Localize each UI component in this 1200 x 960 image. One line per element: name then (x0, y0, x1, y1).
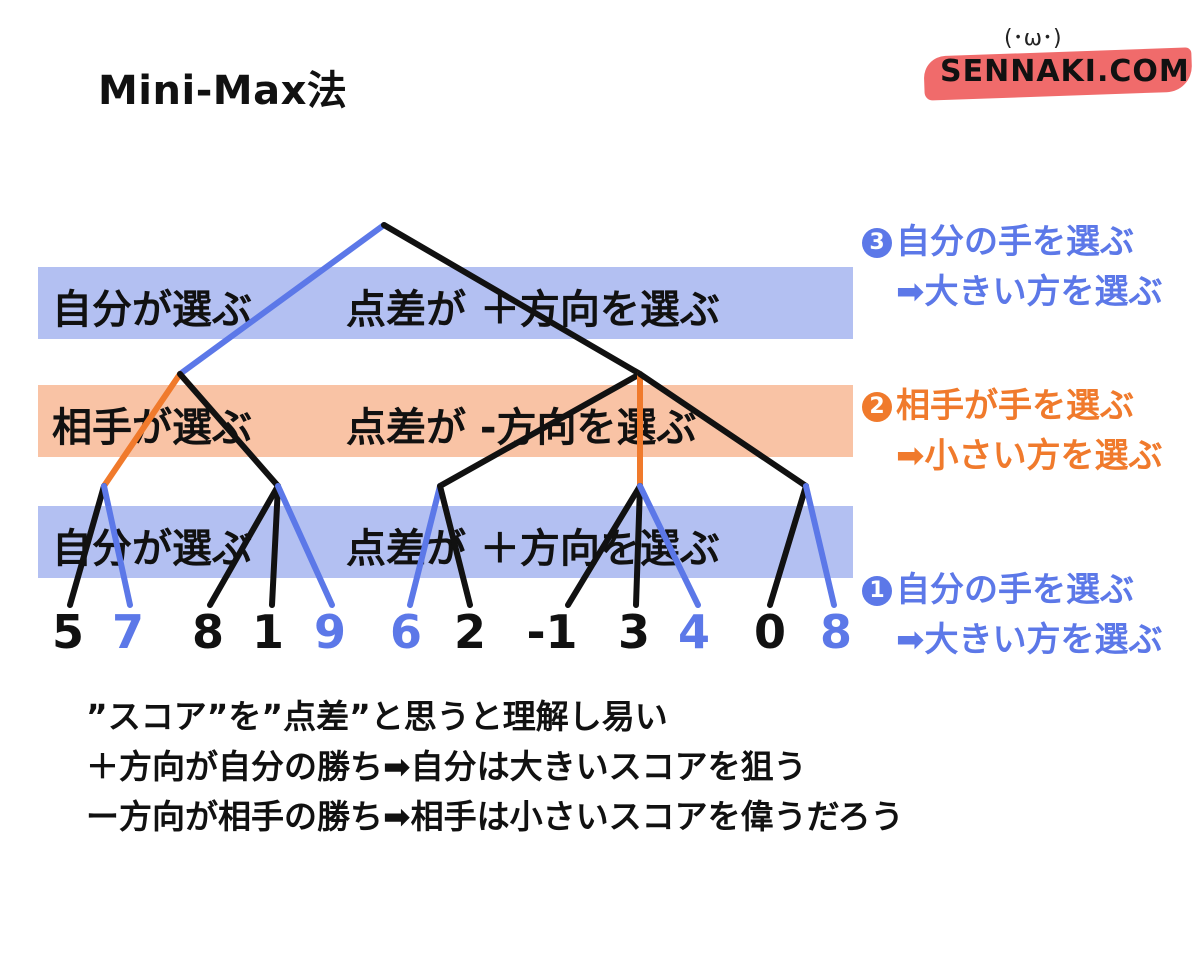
leaf-value: 2 (453, 605, 486, 659)
page-title: Mini-Max法 (98, 68, 348, 114)
leaf-value: 1 (251, 605, 284, 659)
leaf-value: 6 (389, 605, 422, 659)
step1-line2: ➡大きい方を選ぶ (896, 620, 1163, 660)
step1-number-badge: 1 (862, 576, 892, 606)
edge-leaf-0 (767, 483, 809, 608)
logo-text: SENNAKI.COM (940, 54, 1190, 89)
edge-r-rl (437, 371, 643, 489)
site-logo: (･ω･) SENNAKI.COM (916, 4, 1200, 114)
edge-leaf-8b (803, 483, 837, 608)
edge-leaf-4 (637, 483, 701, 608)
step3-line2: ➡大きい方を選ぶ (896, 272, 1163, 312)
edge-leaf-8a (207, 483, 281, 608)
edge-root-right (381, 222, 643, 377)
leaf-value: 8 (191, 605, 224, 659)
leaf-value: 5 (51, 605, 84, 659)
step2-line1: 相手が手を選ぶ (896, 386, 1134, 426)
step2-line2: ➡小さい方を選ぶ (896, 436, 1163, 476)
note-line-2: ＋方向が自分の勝ち➡自分は大きいスコアを狙う (86, 747, 807, 786)
leaf-value: 7 (111, 605, 144, 659)
step1-line1: 自分の手を選ぶ (896, 570, 1134, 610)
leaf-value: 3 (617, 605, 650, 659)
step3-line1: 自分の手を選ぶ (896, 222, 1134, 262)
step2-number-badge: 2 (862, 392, 892, 422)
edge-leaf-m1 (565, 483, 643, 608)
edge-leaf-1 (269, 483, 281, 608)
edge-leaf-2 (437, 483, 473, 608)
leaf-value: -1 (526, 605, 578, 659)
leaf-value: 4 (677, 605, 710, 659)
band-top-who: 自分が選ぶ (52, 287, 252, 333)
edge-leaf-3 (633, 483, 643, 608)
edge-leaf-5 (67, 483, 107, 608)
leaf-value: 8 (819, 605, 852, 659)
note-line-1: ”スコア”を”点差”と思うと理解し易い (86, 697, 668, 736)
edge-leaf-7 (101, 483, 133, 608)
edge-root-left (177, 222, 387, 377)
band-bot-rule: 点差が ＋方向を選ぶ (346, 526, 720, 572)
edge-leaf-6 (407, 483, 443, 608)
edge-l-lr (177, 371, 281, 489)
step3-number-badge: 3 (862, 228, 892, 258)
leaf-value: 9 (313, 605, 346, 659)
note-line-3: ー方向が相手の勝ち➡相手は小さいスコアを偉うだろう (86, 797, 904, 836)
leaf-value: 0 (753, 605, 786, 659)
logo-face: (･ω･) (1004, 26, 1062, 51)
edge-r-rr (637, 371, 809, 489)
edge-l-ll (101, 371, 183, 489)
edge-leaf-9 (275, 483, 335, 608)
